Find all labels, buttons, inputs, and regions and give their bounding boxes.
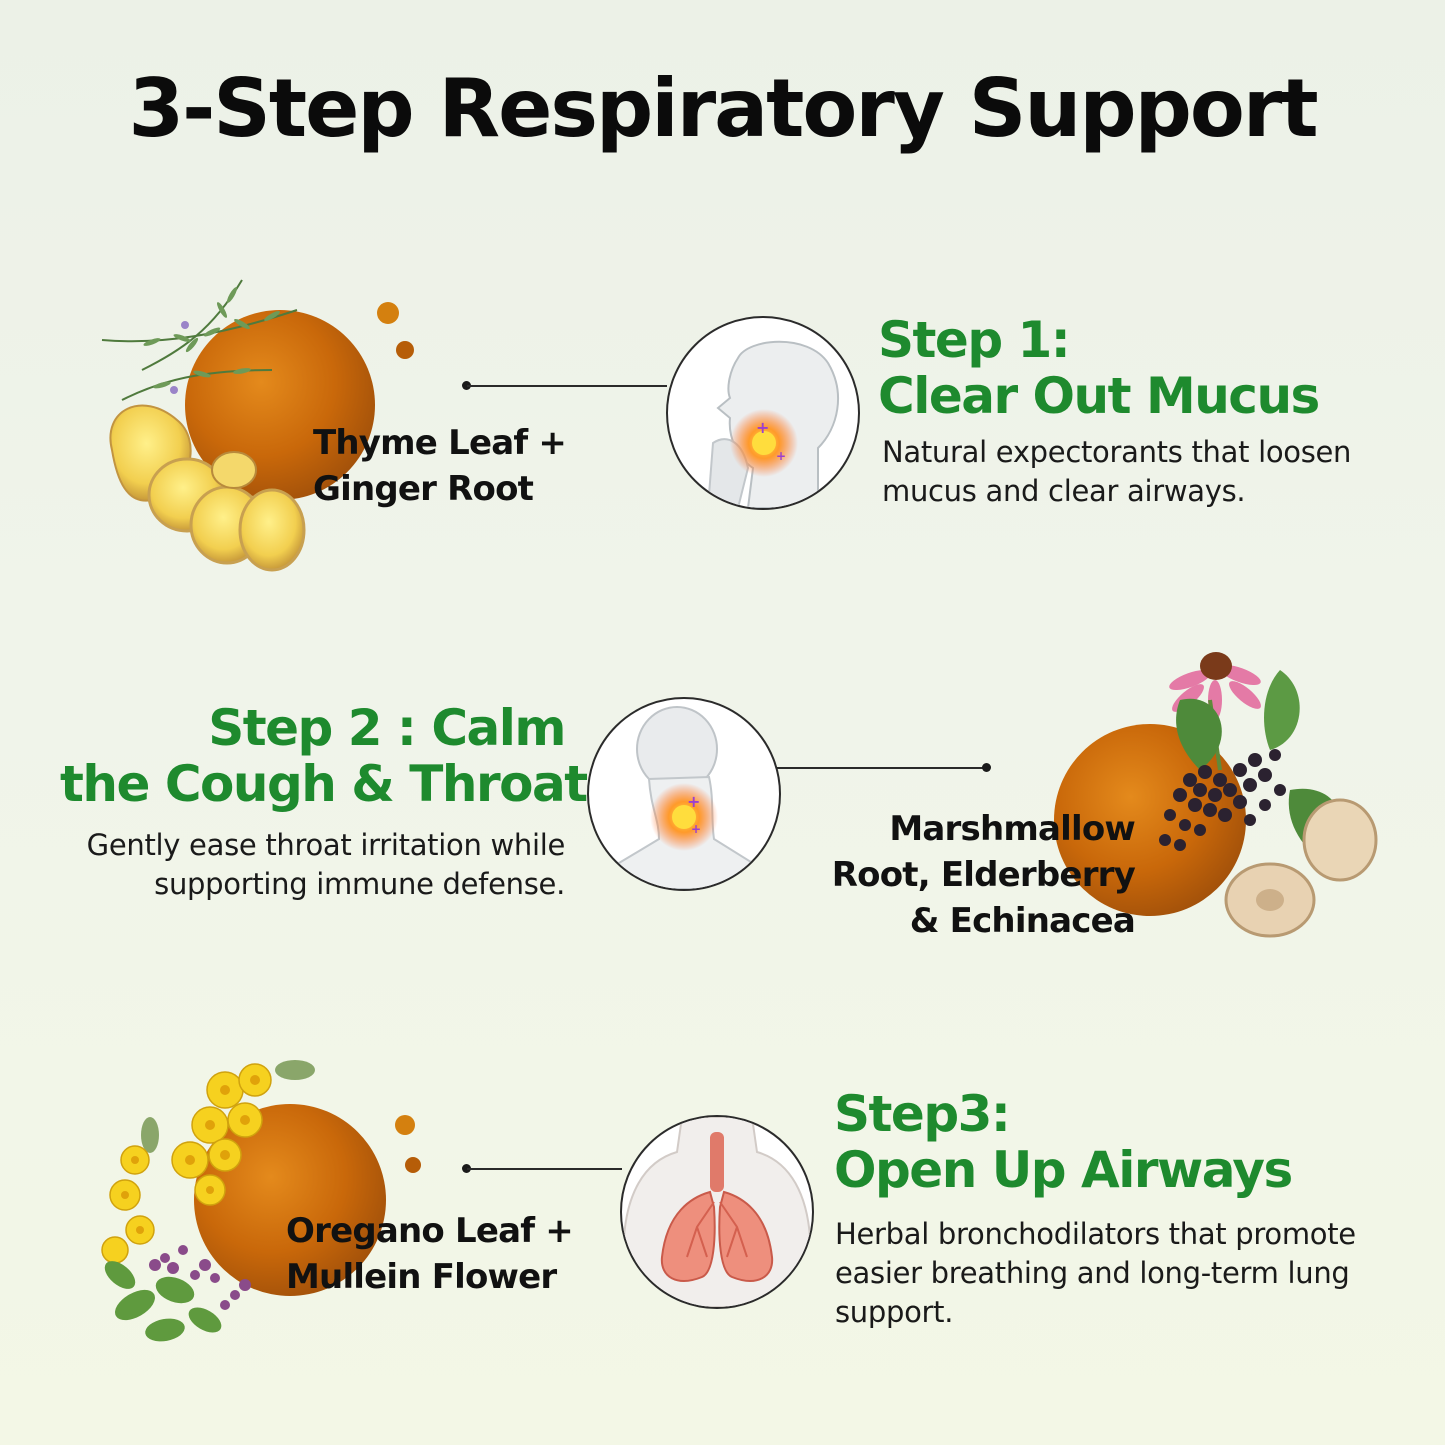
connector-dot: [982, 763, 991, 772]
lungs-icon: [620, 1115, 814, 1309]
connector-line: [467, 385, 667, 387]
step-3-description-line: easier breathing and long-term lung: [835, 1256, 1350, 1290]
throat-profile-icon: + +: [666, 316, 860, 510]
throat-front-icon: + +: [587, 697, 781, 891]
step-3-ingredient-label: Oregano Leaf + Mullein Flower: [286, 1208, 574, 1300]
page-title: 3-Step Respiratory Support: [128, 62, 1318, 155]
step-2-ingredient-line: Root, Elderberry: [831, 855, 1136, 895]
oregano-mullein-icon: [95, 1050, 435, 1370]
step-1-heading-line: Clear Out Mucus: [878, 367, 1320, 425]
step-3-ingredient-line: Mullein Flower: [286, 1257, 557, 1297]
svg-text:+: +: [756, 418, 769, 437]
elderberry-echinacea-icon: [1040, 630, 1400, 960]
step-2-heading: Step 2 : Calm the Cough & Throat: [60, 699, 588, 813]
step-2-description: Gently ease throat irritation while supp…: [40, 826, 566, 904]
step-2-ingredient-line: & Echinacea: [909, 901, 1136, 941]
step-3-heading: Step3: Open Up Airways: [834, 1085, 1293, 1199]
step-2-description-line: Gently ease throat irritation while: [86, 828, 566, 862]
step-3-heading-line: Step3:: [834, 1085, 1011, 1143]
connector-dot: [462, 381, 471, 390]
connector-dot: [462, 1164, 471, 1173]
step-1-description: Natural expectorants that loosen mucus a…: [882, 433, 1351, 511]
connector-line: [467, 1168, 622, 1170]
step-1-description-line: mucus and clear airways.: [882, 474, 1246, 508]
svg-text:+: +: [776, 449, 786, 463]
step-1-heading: Step 1: Clear Out Mucus: [878, 311, 1320, 425]
step-2-ingredient-line: Marshmallow: [889, 809, 1135, 849]
step-3-description-line: Herbal bronchodilators that promote: [835, 1217, 1356, 1251]
step-3-description-line: support.: [835, 1295, 954, 1329]
step-1-ingredient-line: Thyme Leaf +: [313, 423, 567, 463]
step-1-description-line: Natural expectorants that loosen: [882, 435, 1352, 469]
step-1-ingredient-label: Thyme Leaf + Ginger Root: [313, 420, 567, 512]
step-2-heading-line: the Cough & Throat: [60, 755, 588, 813]
connector-line: [777, 767, 985, 769]
svg-text:+: +: [691, 822, 701, 836]
thyme-ginger-icon: [82, 250, 422, 590]
step-1-ingredient-line: Ginger Root: [313, 469, 534, 509]
step-3-description: Herbal bronchodilators that promote easi…: [835, 1215, 1356, 1332]
svg-text:+: +: [687, 792, 700, 811]
step-2-ingredient-label: Marshmallow Root, Elderberry & Echinacea: [780, 806, 1136, 944]
step-2-description-line: supporting immune defense.: [154, 867, 565, 901]
step-2-heading-line: Step 2 : Calm: [208, 699, 566, 757]
step-1-heading-line: Step 1:: [878, 311, 1071, 369]
step-3-ingredient-line: Oregano Leaf +: [286, 1211, 574, 1251]
step-3-heading-line: Open Up Airways: [834, 1141, 1293, 1199]
